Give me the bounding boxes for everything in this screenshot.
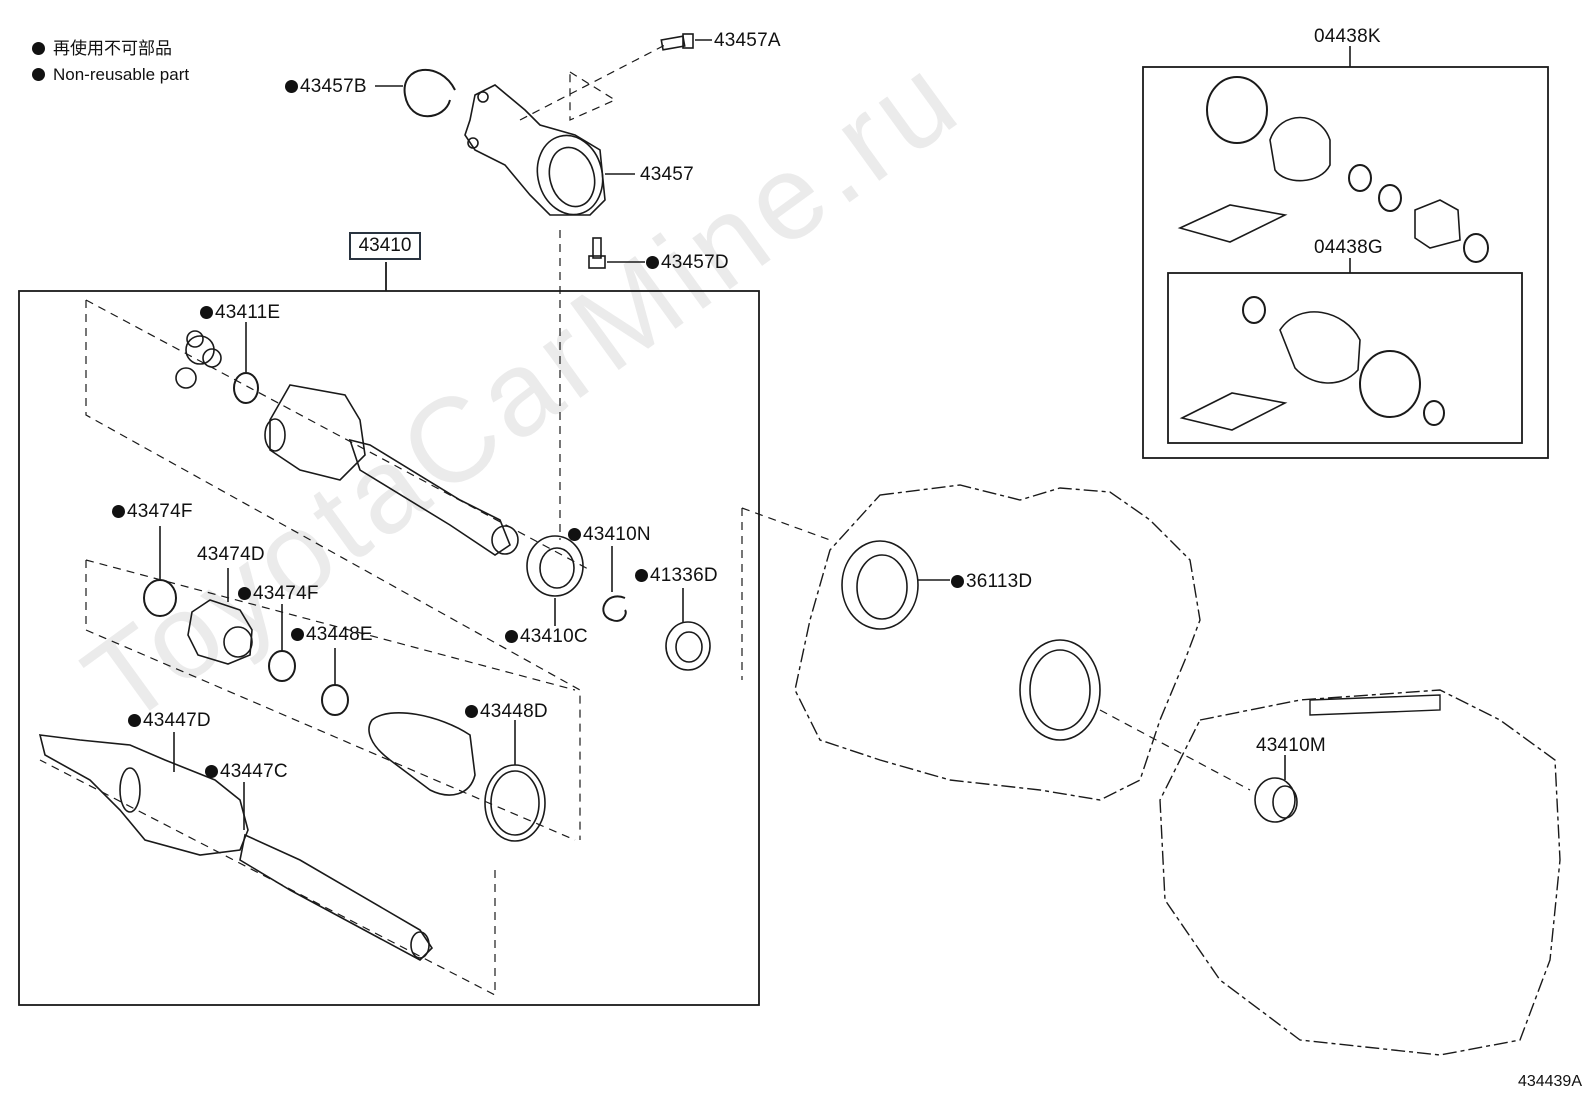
bolt-d-drawing <box>588 237 645 269</box>
outboard-axle-drawing <box>38 734 434 961</box>
inner-boot-drawing <box>368 712 546 842</box>
part-label-43474F-bottom[interactable]: 43474F <box>238 584 319 603</box>
clamp-c-drawing <box>321 684 349 716</box>
non-reusable-icon <box>238 587 251 600</box>
part-label-43474D[interactable]: 43474D <box>197 544 265 565</box>
non-reusable-bullet-icon <box>32 42 45 55</box>
clamp-b-drawing <box>268 650 296 682</box>
non-reusable-icon <box>112 505 125 518</box>
part-label-43447D[interactable]: 43447D <box>128 711 211 730</box>
main-assembly-frame <box>18 290 760 1006</box>
non-reusable-icon <box>291 628 304 641</box>
part-label-43448D[interactable]: 43448D <box>465 702 548 721</box>
legend-line-en: Non-reusable part <box>32 66 189 83</box>
part-label-43410N[interactable]: 43410N <box>568 525 651 544</box>
kit-label-inner[interactable]: 04438G <box>1314 237 1383 258</box>
non-reusable-icon <box>505 630 518 643</box>
non-reusable-icon <box>646 256 659 269</box>
part-label-43410M[interactable]: 43410M <box>1256 735 1326 756</box>
snap-ring-n-drawing <box>602 595 627 622</box>
part-label-43457B[interactable]: 43457B <box>285 77 367 96</box>
snap-ring-drawing <box>403 68 456 118</box>
part-label-43447C[interactable]: 43447C <box>205 762 288 781</box>
non-reusable-icon <box>128 714 141 727</box>
oil-seal-41336-drawing <box>665 621 711 671</box>
part-label-41336D[interactable]: 41336D <box>635 566 718 585</box>
part-label-43457A[interactable]: 43457A <box>714 30 781 51</box>
non-reusable-icon <box>951 575 964 588</box>
main-assembly-label[interactable]: 43410 <box>349 232 421 260</box>
tripod-drawing <box>175 330 222 389</box>
diagram-code: 434439A <box>1517 1073 1582 1090</box>
oil-seal-m-drawing <box>1254 777 1298 823</box>
part-label-43474F-top[interactable]: 43474F <box>112 502 193 521</box>
transaxle-case-drawing <box>794 484 1201 801</box>
differential-case-drawing <box>1159 689 1561 1056</box>
part-label-43457[interactable]: 43457 <box>640 164 694 185</box>
kit-label-outer[interactable]: 04438K <box>1314 26 1381 47</box>
bolt-a-drawing <box>660 33 712 51</box>
legend-line-jp: 再使用不可部品 <box>32 40 172 57</box>
clamp-a-drawing <box>143 579 177 617</box>
bearing-bracket-drawing <box>464 84 635 216</box>
outer-kit-frame <box>1142 66 1549 459</box>
inner-joint-drawing <box>187 599 253 665</box>
part-label-36113D[interactable]: 36113D <box>951 572 1032 591</box>
non-reusable-icon <box>200 306 213 319</box>
non-reusable-icon <box>568 528 581 541</box>
inner-kit-frame <box>1167 272 1523 444</box>
part-label-43411E[interactable]: 43411E <box>200 303 280 322</box>
non-reusable-icon <box>285 80 298 93</box>
oil-seal-36113-drawing <box>841 540 919 630</box>
non-reusable-icon <box>205 765 218 778</box>
non-reusable-icon <box>635 569 648 582</box>
inner-kit-contents-drawing <box>1179 258 1445 431</box>
inboard-joint-shaft-drawing <box>264 384 519 556</box>
non-reusable-bullet-icon <box>32 68 45 81</box>
snap-ring-small-drawing <box>233 372 259 404</box>
transaxle-bore-drawing <box>1019 639 1101 741</box>
outer-kit-contents-drawing <box>1177 46 1489 263</box>
part-label-43410C[interactable]: 43410C <box>505 627 588 646</box>
oil-seal-c-drawing <box>526 535 584 597</box>
non-reusable-icon <box>465 705 478 718</box>
part-label-43457D[interactable]: 43457D <box>646 253 729 272</box>
part-label-43448E[interactable]: 43448E <box>291 625 373 644</box>
